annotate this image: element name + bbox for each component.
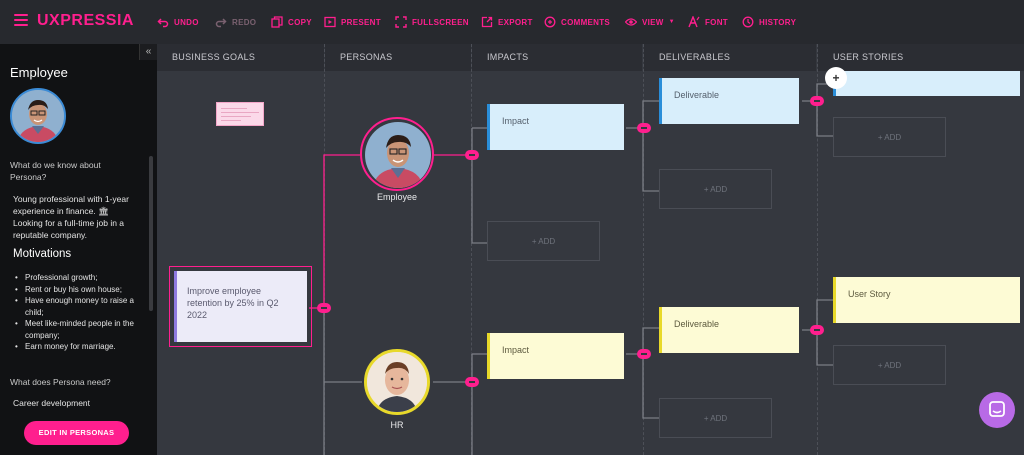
impact-card[interactable]: Impact (487, 104, 624, 150)
impact-card[interactable]: Impact (487, 333, 624, 379)
redo-icon (215, 18, 227, 28)
column-divider (471, 44, 472, 455)
persona-need: Career development (13, 398, 91, 408)
column-divider (643, 44, 644, 455)
question-know: What do we know about Persona? (10, 160, 101, 182)
motivations-heading: Motivations (13, 248, 72, 260)
user-story-card[interactable] (833, 71, 1020, 96)
comments-icon (544, 16, 556, 28)
chat-widget-button[interactable] (979, 392, 1015, 428)
undo-button[interactable]: UNDO (157, 15, 199, 29)
font-button[interactable]: FONT (688, 15, 728, 29)
list-item: Have enough money to raise a child; (13, 295, 138, 318)
column-header-user-stories: USER STORIES (818, 44, 1024, 71)
persona-hr-label: HR (390, 420, 404, 430)
hamburger-icon[interactable] (14, 14, 28, 26)
column-header-personas: PERSONAS (325, 44, 471, 71)
deliverable-card[interactable]: Deliverable (659, 78, 799, 124)
question-need: What does Persona need? (10, 377, 111, 387)
column-header-impacts: IMPACTS (472, 44, 642, 71)
history-button[interactable]: HISTORY (742, 15, 796, 29)
edit-in-personas-button[interactable]: EDIT IN PERSONAS (24, 421, 129, 445)
font-icon (688, 16, 700, 28)
persona-sidebar: « Employee What do we know about Persona… (0, 44, 157, 455)
collapse-toggle[interactable] (810, 96, 824, 106)
goal-selection-frame (169, 266, 312, 347)
collapse-toggle[interactable] (317, 303, 331, 313)
redo-button[interactable]: REDO (215, 15, 256, 29)
chevron-down-icon: ▼ (668, 19, 675, 25)
persona-hr-avatar[interactable] (364, 349, 430, 415)
persona-employee-label: Employee (376, 192, 418, 202)
chat-icon (989, 401, 1005, 417)
persona-description: Young professional with 1-year experienc… (13, 194, 129, 240)
collapse-toggle[interactable] (637, 349, 651, 359)
persona-title: Employee (10, 65, 68, 80)
collapse-toggle[interactable] (465, 377, 479, 387)
bank-icon: 🏛 (98, 206, 109, 216)
view-dropdown[interactable]: VIEW ▼ (625, 15, 675, 29)
present-button[interactable]: PRESENT (324, 15, 381, 29)
connector-lines (309, 83, 833, 455)
motivations-list: Professional growth; Rent or buy his own… (13, 272, 138, 353)
add-node-button[interactable]: + (825, 67, 847, 89)
column-header-goals: BUSINESS GOALS (157, 44, 324, 71)
view-icon (625, 18, 637, 26)
sticky-note[interactable] (216, 102, 264, 126)
persona-employee-avatar[interactable] (360, 117, 434, 191)
impact-map-canvas[interactable]: BUSINESS GOALS PERSONAS IMPACTS DELIVERA… (157, 44, 1024, 455)
list-item: Professional growth; (13, 272, 138, 284)
business-goal-card[interactable]: Improve employee retention by 25% in Q2 … (174, 271, 307, 342)
copy-icon (271, 16, 283, 28)
fullscreen-icon (395, 16, 407, 28)
column-header-deliverables: DELIVERABLES (644, 44, 816, 71)
export-icon (481, 16, 493, 28)
user-story-card[interactable]: User Story (833, 277, 1020, 323)
present-icon (324, 16, 336, 28)
copy-button[interactable]: COPY (271, 15, 312, 29)
sidebar-scrollbar[interactable] (149, 156, 153, 311)
add-impact-button[interactable]: + ADD (487, 221, 600, 261)
add-deliverable-button[interactable]: + ADD (659, 169, 772, 209)
persona-avatar (10, 88, 66, 144)
add-user-story-button[interactable]: + ADD (833, 117, 946, 157)
collapse-sidebar-button[interactable]: « (139, 44, 157, 60)
list-item: Rent or buy his own house; (13, 284, 138, 296)
list-item: Earn money for marriage. (13, 341, 138, 353)
undo-icon (157, 18, 169, 28)
add-deliverable-button[interactable]: + ADD (659, 398, 772, 438)
top-toolbar: UXPRESSIA UNDO REDO COPY PRESENT FULLSCR… (0, 0, 1024, 44)
history-icon (742, 16, 754, 28)
collapse-toggle[interactable] (465, 150, 479, 160)
deliverable-card[interactable]: Deliverable (659, 307, 799, 353)
comments-button[interactable]: COMMENTS (544, 15, 610, 29)
column-divider (817, 44, 818, 455)
fullscreen-button[interactable]: FULLSCREEN (395, 15, 469, 29)
collapse-toggle[interactable] (637, 123, 651, 133)
add-user-story-button[interactable]: + ADD (833, 345, 946, 385)
brand-logo: UXPRESSIA (37, 12, 134, 29)
collapse-toggle[interactable] (810, 325, 824, 335)
list-item: Meet like-minded people in the company; (13, 318, 138, 341)
export-button[interactable]: EXPORT (481, 15, 533, 29)
